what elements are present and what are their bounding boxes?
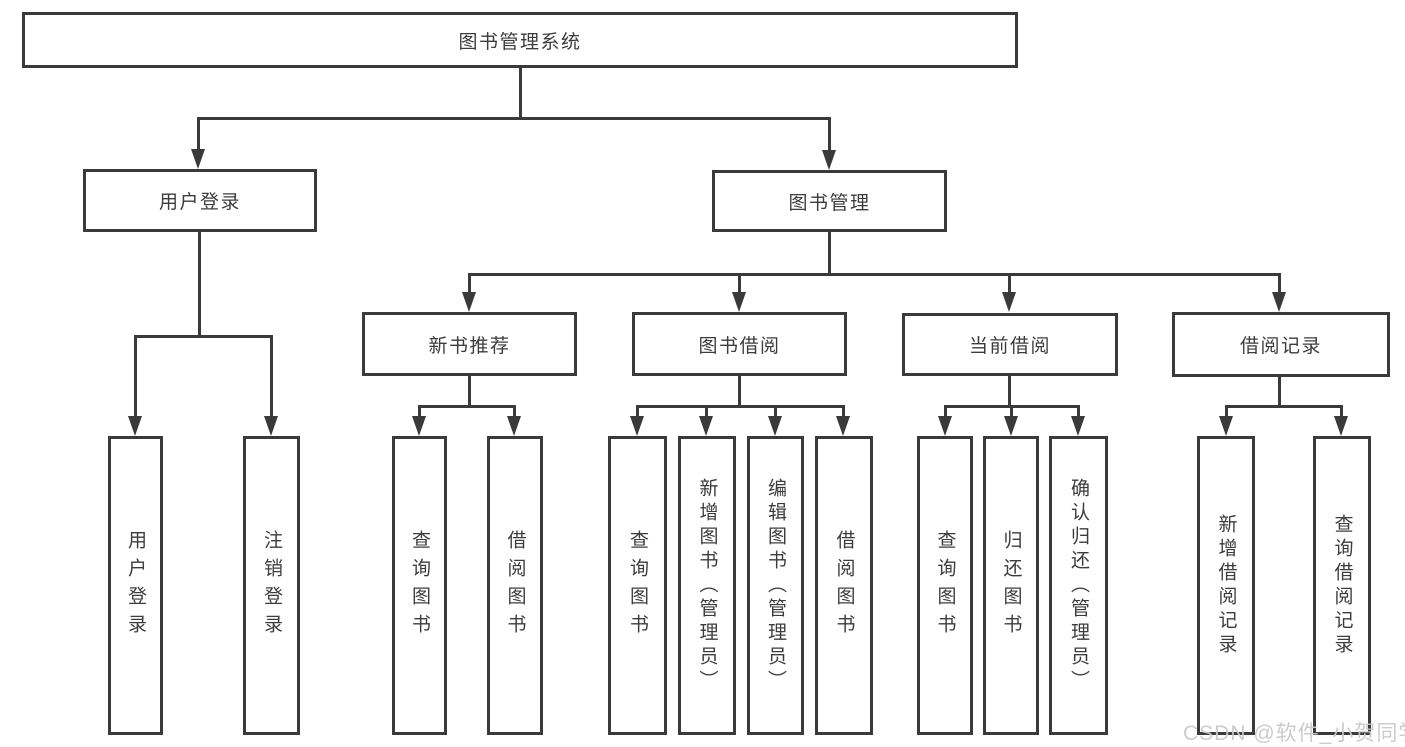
arrowhead-down-icon <box>1071 416 1085 436</box>
connector-line <box>468 376 471 407</box>
connector-line <box>705 405 708 418</box>
connector-line <box>636 405 845 408</box>
arrowhead-down-icon <box>630 416 644 436</box>
node-current-borrowing: 当前借阅 <box>902 313 1118 376</box>
arrowhead-down-icon <box>1004 416 1018 436</box>
connector-line <box>774 405 777 418</box>
leaf-query-books-current-label: 查询图书 <box>934 529 956 642</box>
connector-line <box>134 335 273 338</box>
connector-line <box>197 117 200 151</box>
arrowhead-down-icon <box>128 416 142 436</box>
leaf-logout-label: 注销登录 <box>261 529 282 642</box>
arrowhead-down-icon <box>412 416 426 436</box>
connector-line <box>636 405 639 418</box>
arrowhead-down-icon <box>1334 416 1348 436</box>
node-library-system-label: 图书管理系统 <box>458 31 582 53</box>
leaf-add-books-admin-label: 新增图书（管理员） <box>696 477 718 694</box>
leaf-confirm-return-admin: 确认归还（管理员） <box>1049 436 1108 735</box>
connector-line <box>1225 405 1228 418</box>
node-user-login: 用户登录 <box>83 169 317 232</box>
leaf-edit-books-admin: 编辑图书（管理员） <box>747 436 804 735</box>
arrowhead-down-icon <box>768 416 782 436</box>
connector-line <box>468 273 1281 276</box>
leaf-borrow-books-label: 借阅图书 <box>833 529 855 642</box>
node-new-book-recommendation: 新书推荐 <box>362 312 577 376</box>
connector-line <box>1278 273 1281 294</box>
connector-line <box>1008 273 1011 294</box>
leaf-confirm-return-admin-label: 确认归还（管理员） <box>1068 477 1089 694</box>
arrowhead-down-icon <box>938 416 952 436</box>
arrowhead-down-icon <box>836 416 850 436</box>
connector-line <box>418 405 421 418</box>
connector-line <box>519 66 522 120</box>
node-library-system: 图书管理系统 <box>22 12 1018 68</box>
node-user-login-label: 用户登录 <box>158 192 241 213</box>
leaf-borrow-books-recommend: 借阅图书 <box>487 436 543 735</box>
leaf-borrow-books-recommend-label: 借阅图书 <box>504 529 526 642</box>
leaf-return-books: 归还图书 <box>983 436 1039 735</box>
node-book-borrowing-label: 图书借阅 <box>698 335 781 357</box>
connector-line <box>134 335 137 418</box>
leaf-query-books-recommend-label: 查询图书 <box>409 529 430 642</box>
arrowhead-down-icon <box>822 150 836 170</box>
leaf-edit-books-admin-label: 编辑图书（管理员） <box>765 477 786 694</box>
connector-line <box>828 232 831 276</box>
arrowhead-down-icon <box>699 416 713 436</box>
connector-line <box>418 405 516 408</box>
leaf-query-books-current: 查询图书 <box>917 436 973 735</box>
connector-line <box>513 405 516 418</box>
leaf-add-borrow-record: 新增借阅记录 <box>1197 436 1255 735</box>
node-new-book-recommendation-label: 新书推荐 <box>428 335 511 357</box>
arrowhead-down-icon <box>264 416 278 436</box>
node-book-borrowing: 图书借阅 <box>632 312 847 376</box>
leaf-add-borrow-record-label: 新增借阅记录 <box>1215 513 1237 658</box>
node-book-management: 图书管理 <box>712 170 947 232</box>
arrowhead-down-icon <box>1219 416 1233 436</box>
arrowhead-down-icon <box>1272 292 1286 312</box>
leaf-add-books-admin: 新增图书（管理员） <box>678 436 736 735</box>
leaf-logout: 注销登录 <box>243 436 300 735</box>
connector-line <box>738 273 741 294</box>
node-book-management-label: 图书管理 <box>788 192 871 214</box>
connector-line <box>1278 377 1281 407</box>
connector-line <box>197 117 831 120</box>
connector-line <box>1225 405 1343 408</box>
connector-line <box>1077 405 1080 418</box>
connector-line <box>738 376 741 407</box>
arrowhead-down-icon <box>191 149 205 169</box>
leaf-query-books-borrow-label: 查询图书 <box>627 529 648 642</box>
leaf-query-books-borrow: 查询图书 <box>608 436 667 735</box>
connector-line <box>468 273 471 294</box>
connector-line <box>944 405 947 418</box>
connector-line <box>842 405 845 418</box>
csdn-watermark: CSDN @软件_小贺同学 <box>1183 722 1405 745</box>
connector-line <box>1010 405 1013 418</box>
node-borrowing-records-label: 借阅记录 <box>1239 336 1322 357</box>
leaf-borrow-books: 借阅图书 <box>815 436 873 735</box>
node-current-borrowing-label: 当前借阅 <box>968 336 1051 357</box>
connector-line <box>270 335 273 418</box>
connector-line <box>1008 376 1011 407</box>
leaf-query-borrow-record: 查询借阅记录 <box>1313 436 1371 735</box>
leaf-query-books-recommend: 查询图书 <box>392 436 447 735</box>
connector-line <box>1340 405 1343 418</box>
leaf-user-login-label: 用户登录 <box>125 529 146 642</box>
arrowhead-down-icon <box>1002 292 1016 312</box>
arrowhead-down-icon <box>507 416 521 436</box>
arrowhead-down-icon <box>732 292 746 312</box>
connector-line <box>198 232 201 338</box>
leaf-user-login: 用户登录 <box>108 436 163 735</box>
arrowhead-down-icon <box>462 292 476 312</box>
node-borrowing-records: 借阅记录 <box>1172 312 1390 377</box>
connector-line <box>828 117 831 152</box>
leaf-query-borrow-record-label: 查询借阅记录 <box>1331 513 1353 658</box>
leaf-return-books-label: 归还图书 <box>1000 529 1022 642</box>
